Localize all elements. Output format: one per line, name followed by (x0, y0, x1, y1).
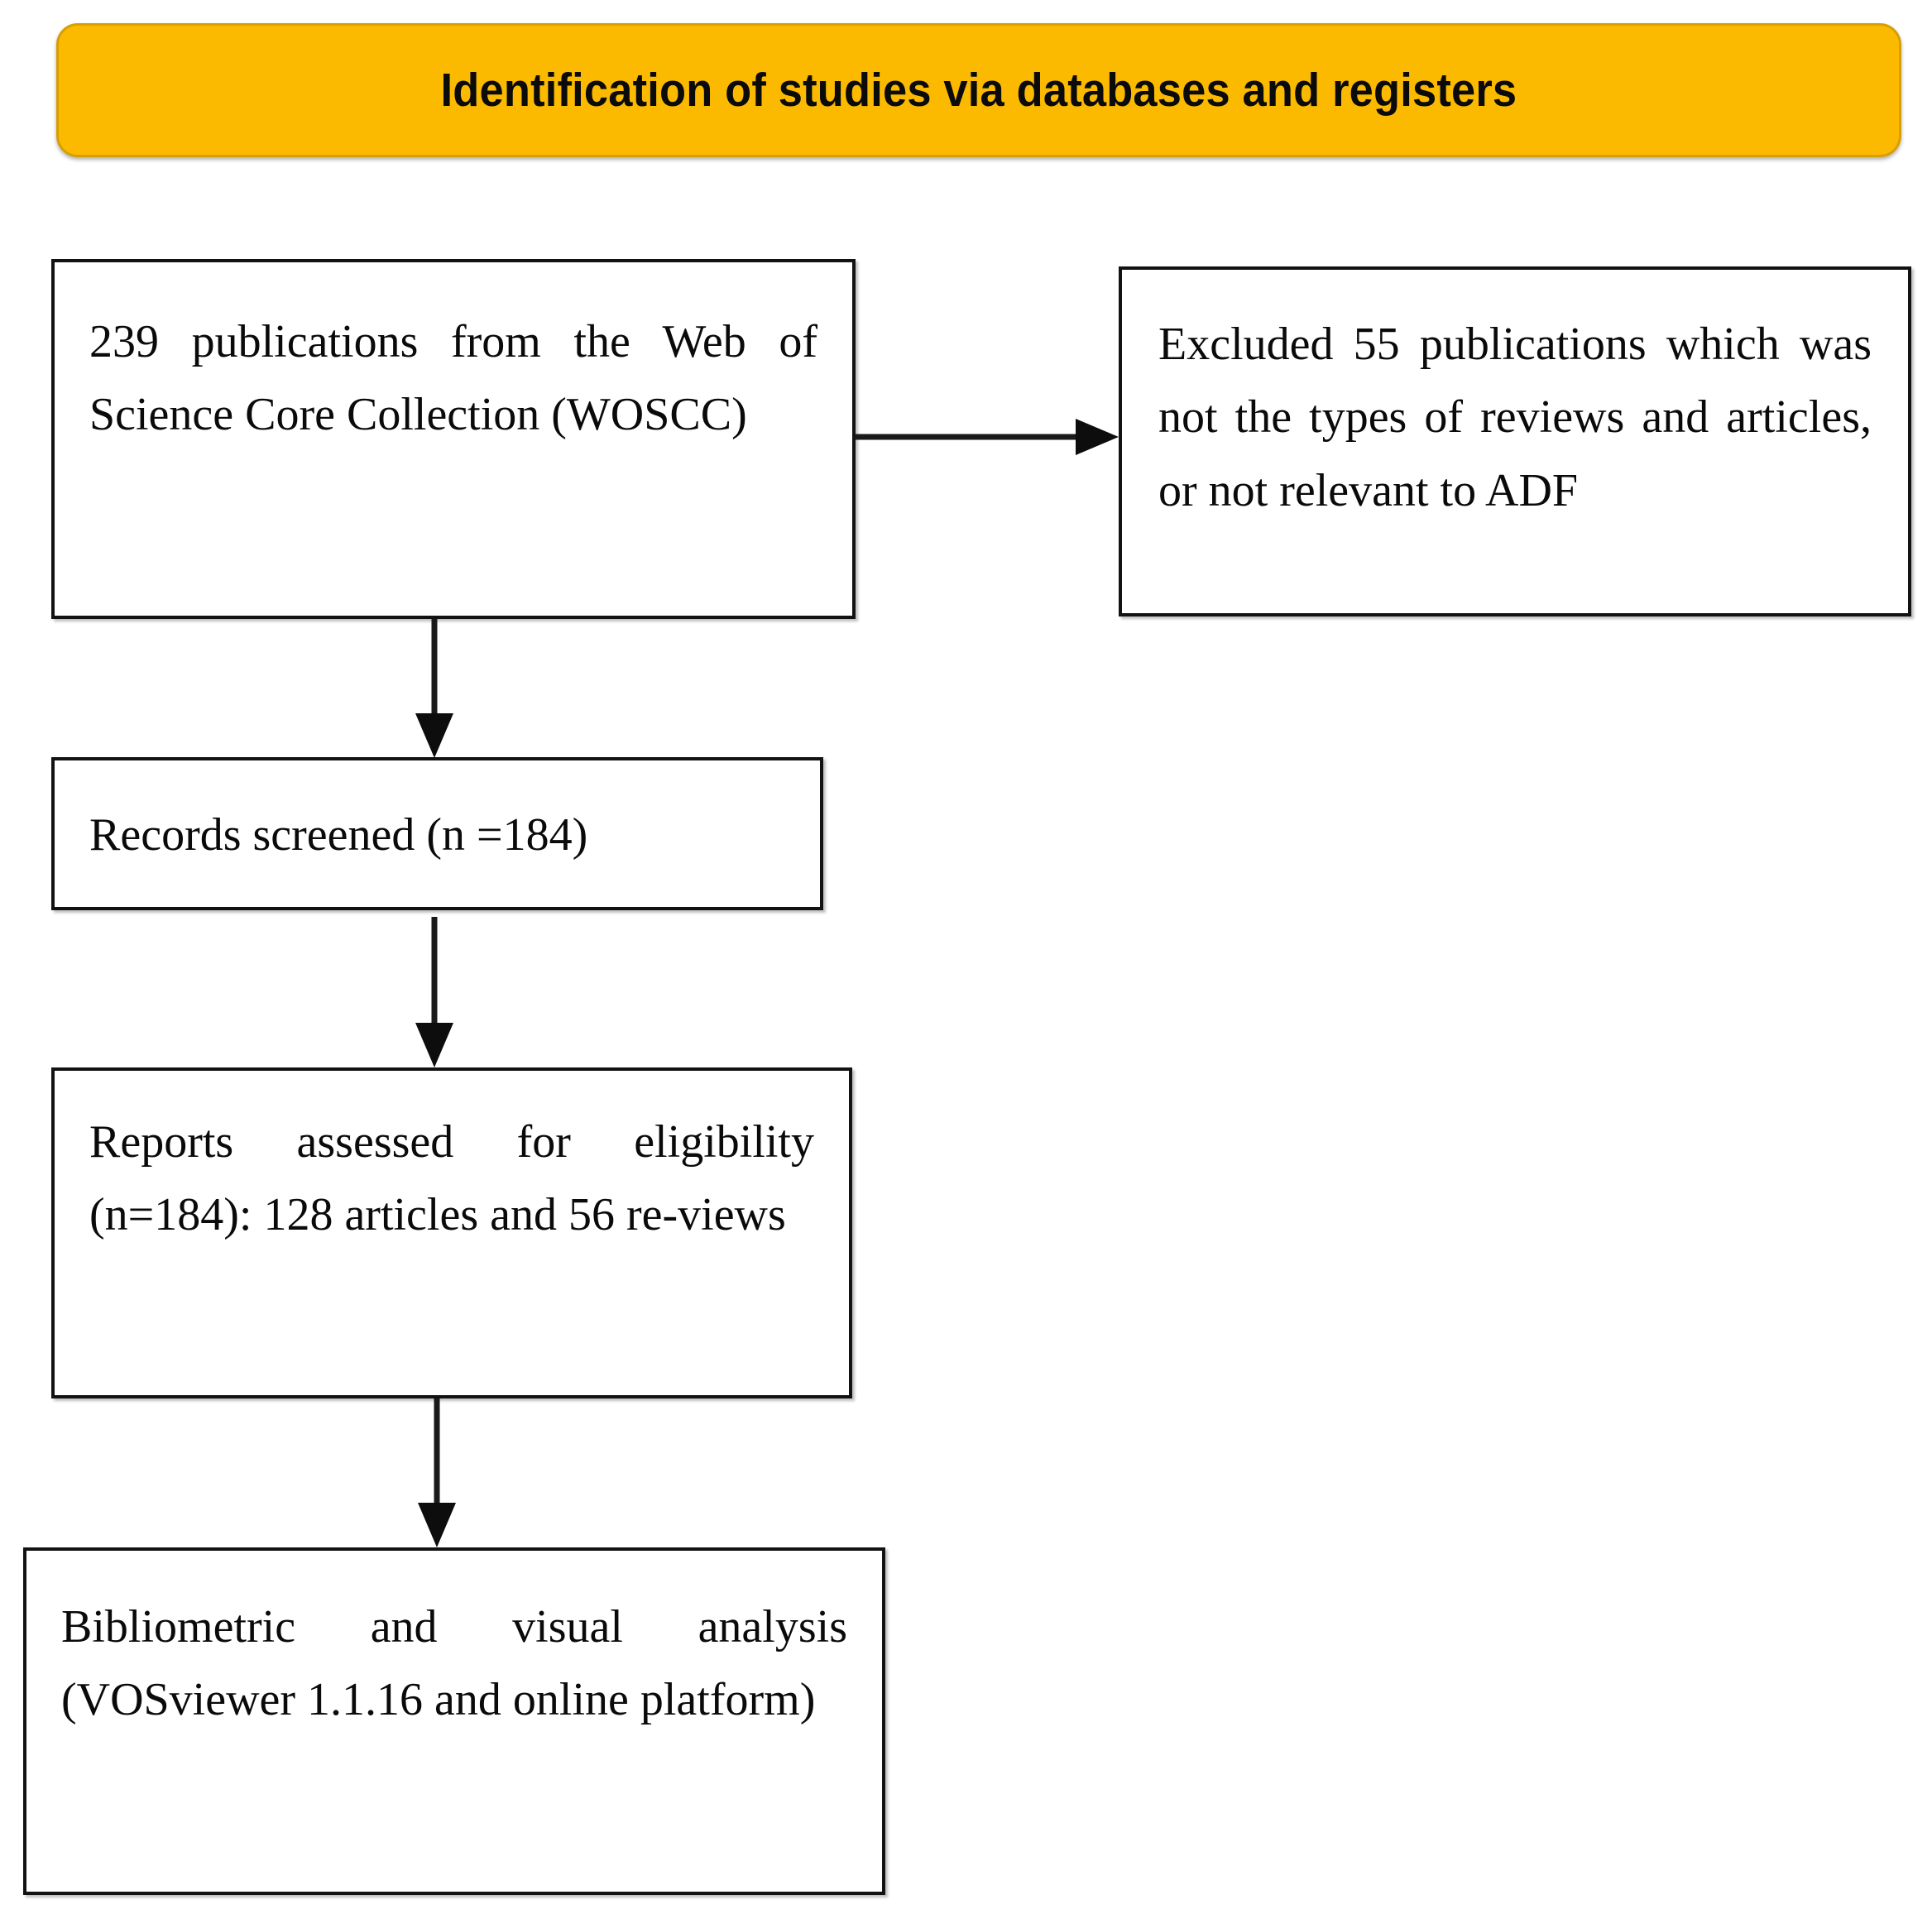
records-excluded-text: Excluded 55 publications which was not t… (1158, 319, 1872, 516)
arrow-source-to-screened (414, 619, 455, 760)
identification-banner: Identification of studies via databases … (56, 23, 1901, 157)
arrow-source-to-excluded (856, 414, 1120, 463)
records-screened-box: Records screened (n =184) (51, 757, 823, 910)
records-excluded-box: Excluded 55 publications which was not t… (1119, 266, 1911, 616)
bibliometric-analysis-box: Bibliometric and visual analysis (VOSvie… (23, 1547, 885, 1895)
records-identified-box: 239 publications from the Web of Science… (51, 259, 856, 619)
records-screened-text: Records screened (n =184) (89, 809, 588, 861)
reports-assessed-eligibility-text: Reports assessed for eligibility (n=184)… (89, 1116, 814, 1241)
reports-assessed-eligibility-box: Reports assessed for eligibility (n=184)… (51, 1067, 852, 1398)
bibliometric-analysis-text: Bibliometric and visual analysis (VOSvie… (61, 1601, 847, 1726)
identification-banner-title: Identification of studies via databases … (440, 64, 1517, 117)
records-identified-text: 239 publications from the Web of Science… (89, 316, 817, 441)
arrow-screened-to-eligibility (414, 910, 455, 1069)
arrow-eligibility-to-analysis (416, 1398, 458, 1549)
